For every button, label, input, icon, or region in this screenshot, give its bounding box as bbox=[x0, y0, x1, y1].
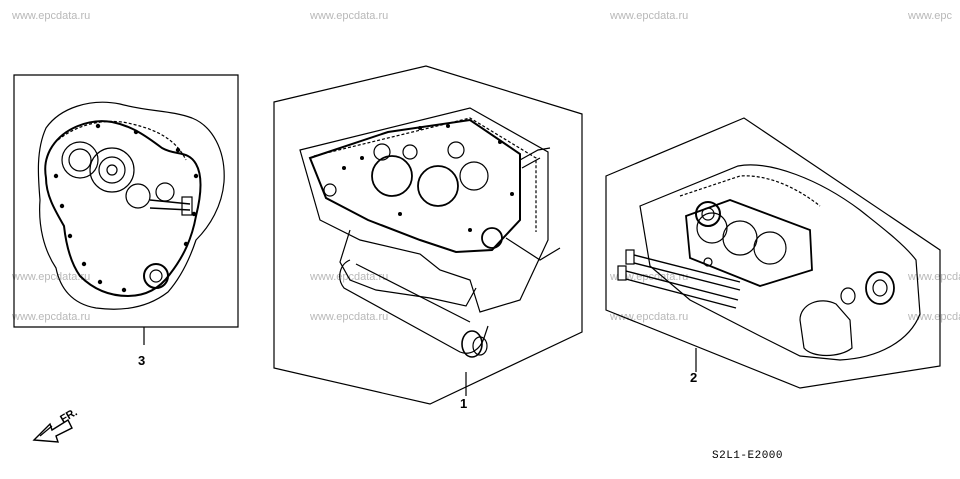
callout-part-2: 2 bbox=[690, 370, 698, 385]
transmission-gasket-kit-illustration[interactable] bbox=[13, 74, 239, 345]
watermark: www.epc bbox=[908, 10, 953, 22]
cylinder-head-gasket-kit-illustration[interactable] bbox=[273, 65, 583, 405]
watermark: www.epcdata.ru bbox=[12, 10, 91, 22]
callout-part-3: 3 bbox=[138, 353, 146, 368]
watermark: www.epcdata.ru bbox=[908, 271, 960, 283]
part-frame bbox=[13, 74, 239, 328]
watermark: www.epcdata.ru bbox=[610, 10, 689, 22]
short-block-gasket-kit-illustration[interactable] bbox=[605, 117, 941, 389]
watermark: www.epcdata.ru bbox=[310, 271, 389, 283]
front-direction-arrow-icon bbox=[32, 418, 73, 443]
part-frame bbox=[273, 65, 583, 405]
diagram-code: S2L1-E2000 bbox=[712, 450, 784, 462]
watermark: www.epcdata.ru bbox=[12, 271, 91, 283]
watermark: www.epcdata.ru bbox=[310, 10, 389, 22]
watermark: www.epcdata.ru bbox=[310, 311, 389, 323]
callout-part-1: 1 bbox=[460, 396, 468, 411]
watermark: www.epcdata.ru bbox=[908, 311, 960, 323]
part-frame bbox=[605, 117, 941, 389]
watermark: www.epcdata.ru bbox=[12, 311, 91, 323]
